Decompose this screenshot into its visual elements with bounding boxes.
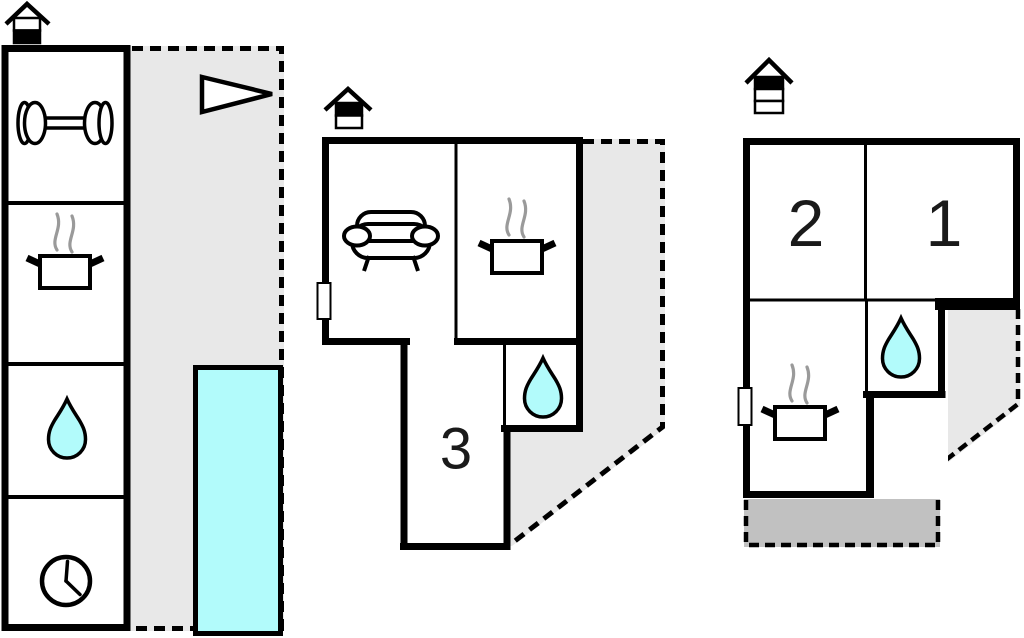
chimney-icon — [4, 0, 51, 45]
door-marker — [737, 387, 753, 426]
chimney-icon — [744, 56, 794, 115]
unit-left — [1, 0, 284, 636]
terrace-dashed-border — [132, 46, 284, 631]
pennant-icon — [199, 74, 273, 115]
sofa-icon — [342, 210, 440, 272]
swimming-pool — [193, 365, 283, 636]
room-label-2: 2 — [788, 186, 825, 260]
room-label-3: 3 — [440, 417, 472, 482]
dumbbell-icon — [16, 100, 114, 146]
room-floor — [400, 341, 510, 547]
terrace-dashed-border — [509, 139, 665, 546]
door-marker — [316, 282, 332, 320]
room-floor — [743, 300, 948, 499]
unit-right: 2 1 — [737, 56, 1021, 548]
terrace-area — [509, 139, 665, 546]
clock-icon — [39, 554, 93, 608]
unit-middle: 3 — [316, 85, 665, 550]
room-floor — [743, 138, 1020, 304]
room-label-1: 1 — [926, 186, 963, 260]
chimney-icon — [323, 85, 373, 130]
